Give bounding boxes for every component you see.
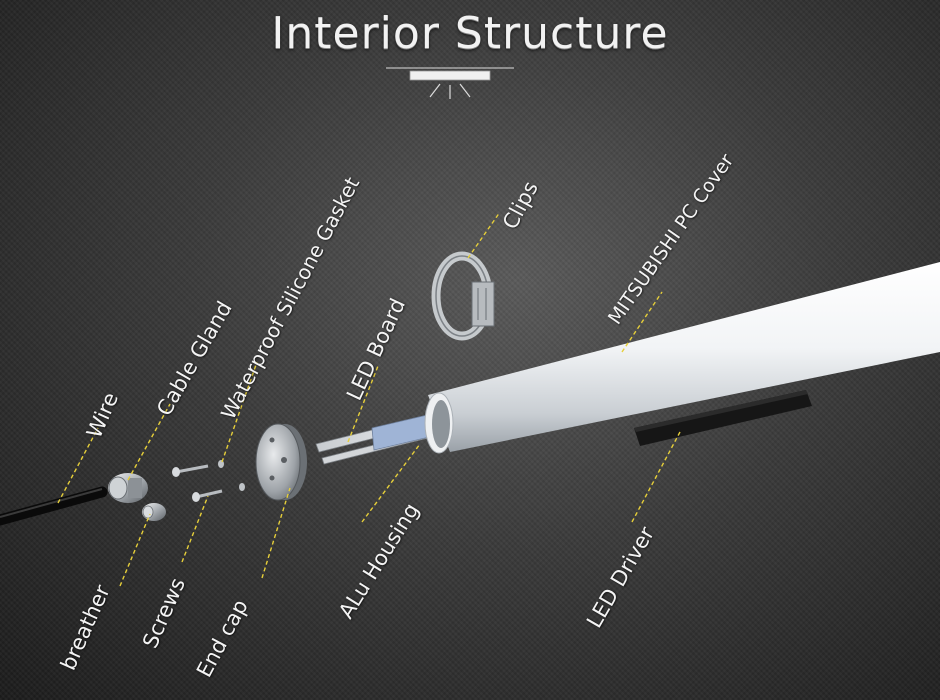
pc-cover-tube xyxy=(424,262,940,454)
cable-gland-part xyxy=(108,473,148,503)
screws-part xyxy=(172,464,223,502)
wire-part xyxy=(0,486,108,526)
led-driver-part xyxy=(634,390,812,446)
page-title: Interior Structure xyxy=(271,8,669,59)
gasket-part xyxy=(218,460,245,491)
leader-lines xyxy=(57,211,681,587)
end-cap-part xyxy=(255,423,307,501)
clips-part xyxy=(431,251,495,341)
lamp-icon xyxy=(386,67,514,99)
breather-part xyxy=(142,503,166,521)
